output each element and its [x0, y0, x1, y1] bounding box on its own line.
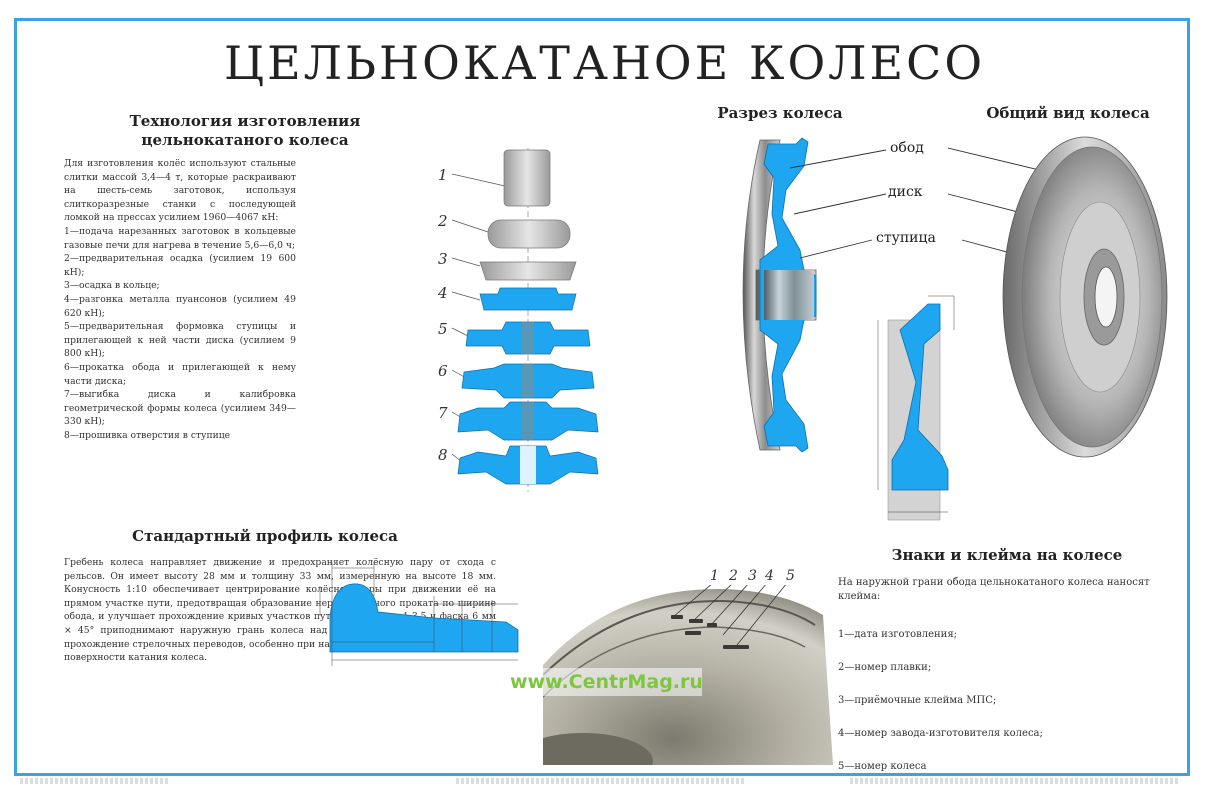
poster-frame — [14, 18, 1190, 776]
mark-number: 5 — [786, 568, 795, 584]
mark-number: 4 — [765, 568, 774, 584]
label-hub: ступица — [876, 230, 936, 246]
step-number: 1 — [438, 166, 448, 184]
stage-4-blank — [479, 287, 577, 311]
rim-profile-drawing — [877, 295, 955, 521]
tech-step: 7—выгибка диска и калибровка геометричес… — [64, 389, 296, 428]
tech-step: 2—предварительная осадка (усилием 19 600… — [64, 253, 296, 278]
step-number: 8 — [438, 446, 448, 464]
tech-step: 6—прокатка обода и прилегающей к нему ча… — [64, 361, 296, 387]
marks-item: 4—номер завода-изготовителя колеса; — [838, 728, 1043, 739]
step-number: 7 — [438, 404, 448, 422]
footer-fine-print-left — [20, 778, 170, 784]
tech-heading-line1: Технология изготовления — [129, 112, 361, 130]
stage-2-blank — [487, 219, 571, 249]
tech-intro: Для изготовления колёс используют стальн… — [64, 158, 296, 224]
marks-item: 2—номер плавки; — [838, 662, 932, 673]
poster-title: ЦЕЛЬНОКАТАНОЕ КОЛЕСО — [223, 36, 986, 90]
marks-intro: На наружной грани обода цельнокатаного к… — [838, 577, 1150, 602]
section-heading: Разрез колеса — [717, 104, 843, 122]
step-number: 2 — [438, 212, 448, 230]
footer-fine-print-right — [850, 778, 1180, 784]
marks-item: 5—номер колеса — [838, 761, 927, 772]
wheel-general-view — [1002, 136, 1168, 458]
tech-step: 3—осадка в кольце; — [64, 280, 160, 292]
step-number: 5 — [438, 320, 448, 338]
mark-number: 3 — [748, 568, 757, 584]
tech-step: 4—разгонка металла пуансонов (усилием 49… — [64, 293, 296, 319]
marks-heading: Знаки и клейма на колесе — [891, 546, 1123, 564]
marks-item: 1—дата изготовления; — [838, 629, 957, 640]
footer-fine-print-center — [456, 778, 746, 784]
marks-item: 3—приёмочные клейма МПС; — [838, 695, 997, 706]
marks-list: На наружной грани обода цельнокатаного к… — [838, 576, 1168, 793]
tech-step: 5—предварительная формовка ступицы и при… — [64, 321, 296, 360]
mark-number: 2 — [729, 568, 738, 584]
step-number: 3 — [438, 250, 448, 268]
tech-heading: Технология изготовления цельнокатаного к… — [110, 112, 380, 150]
watermark: www.CentrMag.ru — [510, 668, 703, 696]
tech-text: Для изготовления колёс используют стальн… — [64, 157, 296, 442]
label-rim: обод — [890, 140, 924, 156]
general-view-heading: Общий вид колеса — [986, 104, 1150, 122]
tech-heading-line2: цельнокатаного колеса — [141, 131, 349, 149]
standard-profile-diagram — [319, 562, 519, 666]
forging-stages-diagram — [451, 148, 599, 492]
mark-number: 1 — [710, 568, 719, 584]
tech-step: 8—прошивка отверстия в ступице — [64, 429, 231, 441]
tech-step: 1—подача нарезанных заготовок в кольцевы… — [64, 225, 296, 251]
step-number: 6 — [438, 362, 448, 380]
profile-text: Гребень колеса направляет движение и пре… — [64, 557, 496, 664]
wheel-cross-section — [742, 137, 817, 453]
step-number: 4 — [438, 284, 448, 302]
label-disc: диск — [888, 184, 923, 200]
stage-3-blank — [479, 261, 577, 281]
profile-heading: Стандартный профиль колеса — [132, 527, 398, 545]
stage-1-ingot — [503, 149, 551, 207]
